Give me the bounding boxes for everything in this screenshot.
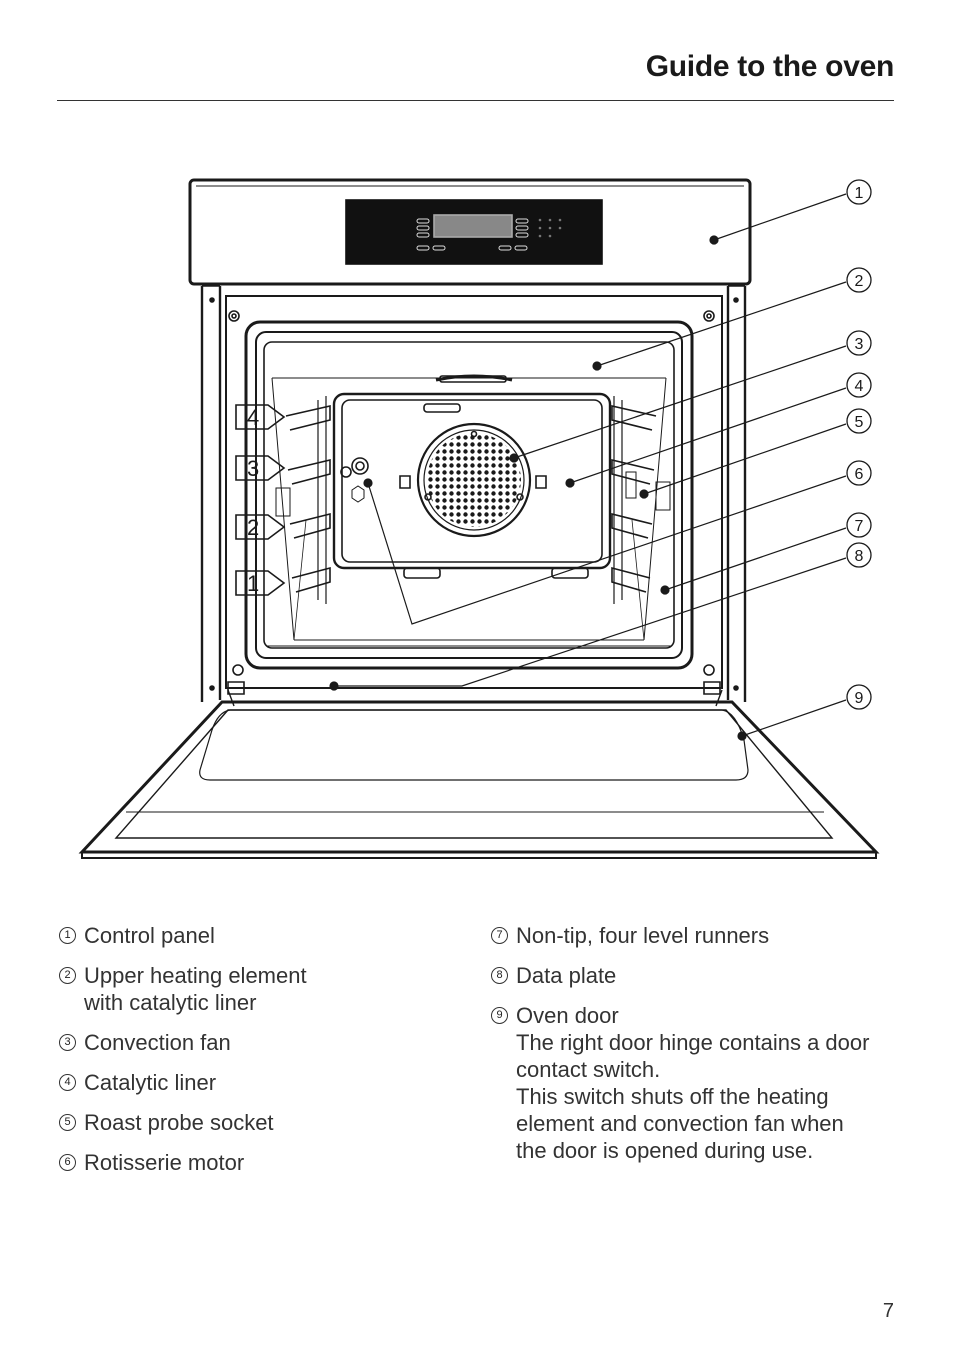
legend-text: Control panel: [84, 923, 215, 948]
svg-text:1: 1: [247, 571, 259, 596]
legend-number: 4: [59, 1074, 76, 1091]
legend-number: 8: [491, 967, 508, 984]
catalytic-liner: [332, 392, 612, 579]
callout-3: 3: [846, 330, 872, 356]
legend-item: 8 Data plate: [490, 962, 910, 989]
svg-text:6: 6: [855, 466, 864, 483]
legend-text: Upper heating element with catalytic lin…: [84, 963, 307, 1015]
callout-dot-3: [509, 453, 519, 463]
callout-9: 9: [846, 684, 872, 710]
callout-dot-9: [737, 731, 747, 741]
oven-door: [78, 689, 880, 859]
svg-text:5: 5: [855, 414, 864, 431]
page-title: Guide to the oven: [645, 50, 895, 83]
legend-item: 1 Control panel: [58, 922, 458, 949]
legend-number: 7: [491, 927, 508, 944]
svg-text:1: 1: [855, 185, 864, 202]
legend-item: 2 Upper heating element with catalytic l…: [58, 962, 458, 1016]
callout-dot-5: [639, 489, 649, 499]
legend-number: 1: [59, 927, 76, 944]
callout-dot-2: [592, 361, 602, 371]
legend-text: Rotisserie motor: [84, 1150, 245, 1175]
callout-8: 8: [846, 542, 872, 568]
oven-cavity: [244, 320, 694, 670]
callout-dot-1: [709, 235, 719, 245]
legend-text: Data plate: [516, 963, 617, 988]
shelf-level-1: 1: [235, 570, 286, 596]
control-panel: [188, 178, 752, 286]
callout-dot-7: [660, 585, 670, 595]
svg-text:7: 7: [855, 518, 864, 535]
shelf-level-2: 2: [235, 514, 286, 540]
callout-dot-8: [329, 681, 339, 691]
oven-frame: [200, 285, 747, 702]
title-rule: [57, 100, 894, 101]
callout-6: 6: [846, 460, 872, 486]
legend-item: 6 Rotisserie motor: [58, 1149, 458, 1176]
left-runners: [275, 396, 331, 604]
legend-text: Roast probe socket: [84, 1110, 274, 1135]
svg-text:8: 8: [855, 548, 864, 565]
legend-left: 1 Control panel 2 Upper heating element …: [58, 922, 458, 1189]
legend-number: 5: [59, 1114, 76, 1131]
svg-text:2: 2: [247, 515, 259, 540]
legend-item: 5 Roast probe socket: [58, 1109, 458, 1136]
svg-text:9: 9: [855, 690, 864, 707]
shelf-level-3: 3: [235, 455, 286, 481]
callout-dot-4: [565, 478, 575, 488]
oven-diagram: 4 3 2 1 1 2 3 4 5 6 7 8 9: [78, 178, 880, 859]
legend-item: 3 Convection fan: [58, 1029, 458, 1056]
legend-number: 9: [491, 1007, 508, 1024]
callout-4: 4: [846, 372, 872, 398]
legend-item: 4 Catalytic liner: [58, 1069, 458, 1096]
legend-number: 3: [59, 1034, 76, 1051]
svg-text:3: 3: [247, 456, 259, 481]
page-number: 7: [882, 1300, 894, 1322]
callout-2: 2: [846, 267, 872, 293]
svg-text:4: 4: [855, 378, 864, 395]
legend-text: Oven door The right door hinge contains …: [516, 1003, 870, 1163]
svg-text:3: 3: [855, 336, 864, 353]
legend-text: Catalytic liner: [84, 1070, 217, 1095]
convection-fan: [416, 422, 532, 538]
svg-text:4: 4: [247, 405, 259, 430]
callout-1: 1: [846, 179, 872, 205]
legend-number: 2: [59, 967, 76, 984]
callout-5: 5: [846, 408, 872, 434]
right-runners: [611, 396, 671, 604]
legend-item: 7 Non-tip, four level runners: [490, 922, 910, 949]
legend-item: 9 Oven door The right door hinge contain…: [490, 1002, 910, 1164]
legend-text: Convection fan: [84, 1030, 231, 1055]
callout-dot-6: [363, 478, 373, 488]
legend-number: 6: [59, 1154, 76, 1171]
shelf-level-4: 4: [235, 404, 286, 430]
callout-7: 7: [846, 512, 872, 538]
legend-text: Non-tip, four level runners: [516, 923, 770, 948]
svg-text:2: 2: [855, 273, 864, 290]
legend-right: 7 Non-tip, four level runners 8 Data pla…: [490, 922, 910, 1177]
